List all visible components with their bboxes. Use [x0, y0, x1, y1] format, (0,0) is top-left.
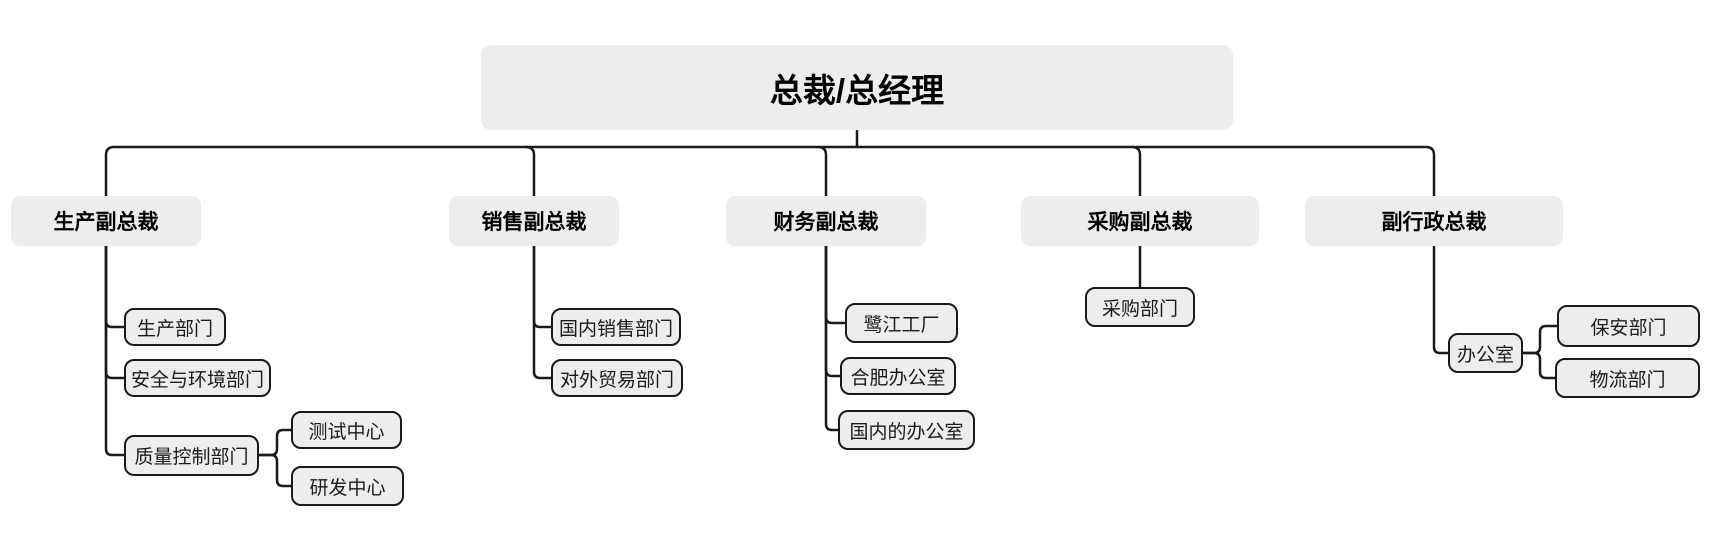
connector-sales-child-2 [532, 246, 551, 380]
org-node-admin-vp[interactable]: 副行政总裁 [1305, 196, 1563, 246]
org-node-logistics-dept[interactable]: 物流部门 [1555, 358, 1700, 398]
org-node-office[interactable]: 办公室 [1448, 333, 1523, 373]
connector-quality-child-2 [259, 453, 291, 488]
org-node-testing-center[interactable]: 测试中心 [291, 411, 402, 449]
org-node-rnd-center[interactable]: 研发中心 [291, 466, 404, 506]
connector-admin-child-1 [1432, 246, 1448, 355]
org-node-safety-environment-dept[interactable]: 安全与环境部门 [124, 359, 271, 397]
org-node-hefei-office[interactable]: 合肥办公室 [840, 357, 956, 395]
connector-drop-purchasing-vp [1131, 145, 1142, 196]
org-node-sales-vp[interactable]: 销售副总裁 [449, 196, 619, 246]
org-node-purchasing-dept[interactable]: 采购部门 [1085, 287, 1195, 327]
org-node-domestic-sales-dept[interactable]: 国内销售部门 [551, 308, 681, 346]
org-node-quality-control-dept[interactable]: 质量控制部门 [124, 435, 259, 476]
org-node-lujiang-factory[interactable]: 鹭江工厂 [845, 303, 958, 343]
connector-office-child-1 [1523, 324, 1557, 355]
org-node-finance-vp[interactable]: 财务副总裁 [726, 196, 926, 246]
connector-drop-finance-vp [817, 145, 828, 196]
connector-office-child-2 [1523, 351, 1555, 380]
org-node-domestic-office[interactable]: 国内的办公室 [838, 410, 975, 450]
connector-production-child-1 [104, 246, 124, 329]
org-node-security-dept[interactable]: 保安部门 [1557, 305, 1700, 347]
connector-production-child-2 [104, 246, 124, 380]
connector-bus [104, 145, 1436, 196]
org-node-foreign-trade-dept[interactable]: 对外贸易部门 [551, 359, 683, 397]
org-node-president[interactable]: 总裁/总经理 [481, 45, 1233, 130]
connector-production-child-3 [104, 246, 124, 457]
connector-drop-sales-vp [525, 145, 536, 196]
connector-sales-child-1 [532, 246, 551, 329]
org-node-production-vp[interactable]: 生产副总裁 [11, 196, 201, 246]
org-node-purchasing-vp[interactable]: 采购副总裁 [1021, 196, 1259, 246]
connector-finance-child-1 [824, 246, 845, 325]
org-node-production-dept[interactable]: 生产部门 [124, 308, 226, 346]
connector-quality-child-1 [259, 428, 291, 457]
connector-finance-child-3 [824, 246, 838, 432]
connector-finance-child-2 [824, 246, 840, 378]
